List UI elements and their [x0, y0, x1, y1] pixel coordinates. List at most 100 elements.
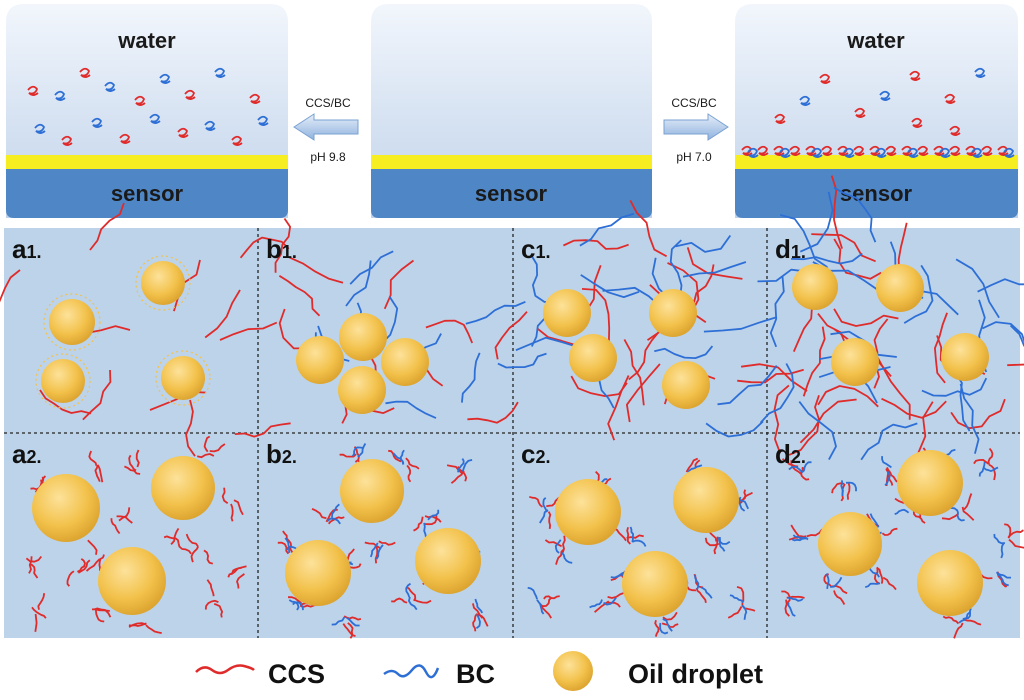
ccs-strand: [740, 363, 808, 392]
oil-droplet: [897, 450, 963, 516]
ccs-strand: [124, 465, 141, 475]
bc-strand: [375, 544, 384, 560]
panel-label-c2: c2.: [521, 439, 550, 469]
complex-molecule: [774, 113, 786, 124]
bc-strand: [840, 480, 844, 497]
right-sensor-box: water sensor: [735, 4, 1018, 218]
ccs-strand: [494, 311, 528, 360]
bc-strand: [705, 420, 764, 438]
panel-d2: [781, 447, 1024, 639]
ccs-strand: [846, 481, 851, 500]
ccs-strand: [555, 548, 565, 565]
ccs-strand: [110, 518, 121, 535]
bc-strand: [542, 497, 549, 513]
bc-strand: [580, 274, 640, 298]
sensor-label: sensor: [840, 181, 913, 206]
ccs-strand: [543, 595, 560, 600]
ccs-strand: [135, 449, 140, 468]
legend-bc-label: BC: [456, 659, 495, 689]
ccs-strand: [204, 289, 241, 339]
bc-strand: [830, 576, 843, 588]
center-sensor-box: sensor: [371, 4, 652, 218]
bc-strand: [833, 186, 877, 243]
ccs-bc-complex: [788, 524, 823, 542]
ccs-strand: [881, 397, 947, 419]
bc-strand: [326, 517, 341, 525]
ccs-bc-complex: [973, 447, 999, 481]
bc-strand: [560, 551, 573, 564]
adsorbed-ccs: [837, 145, 849, 156]
adsorbed-ccs-coil: [981, 145, 993, 156]
ccs-strand: [96, 607, 112, 618]
ccs-strand: [830, 175, 843, 249]
bc-strand: [903, 264, 934, 324]
gold-layer: [371, 155, 652, 169]
oil-droplet: [649, 289, 697, 337]
ccs-molecule: [184, 89, 196, 100]
oil-droplet: [941, 333, 989, 381]
ccs-strand: [790, 460, 802, 475]
bc-strand: [884, 470, 891, 486]
adsorbed-molecules: [741, 67, 1015, 158]
ccs-bc-complex: [331, 615, 362, 639]
ccs-strand: [953, 622, 964, 639]
ccs-strand: [539, 603, 552, 619]
oil-droplet: [555, 479, 621, 545]
left-arrow-top-label: CCS/BC: [305, 96, 351, 110]
ccs-bc-complex: [942, 608, 982, 639]
ccs-strand: [446, 464, 463, 475]
ccs-strand: [833, 308, 899, 327]
bc-strand: [675, 234, 732, 253]
bc-strand: [982, 321, 1024, 343]
ccs-strand: [364, 541, 382, 550]
bc-strand: [554, 539, 562, 554]
ccs-molecule-coil: [27, 85, 39, 96]
ccs-molecule: [61, 135, 73, 146]
ccs-strand: [424, 515, 442, 523]
panel-label-d2: d2.: [775, 439, 806, 469]
ccs-strand: [288, 256, 344, 284]
ccs-strand: [874, 568, 881, 585]
ccs-strand: [219, 321, 278, 341]
oil-droplet: [662, 361, 710, 409]
left-sensor-box: water sensor: [6, 4, 288, 218]
bc-strand: [475, 614, 481, 630]
adsorbed-ccs-coil: [837, 145, 849, 156]
ccs-coil: [25, 555, 43, 579]
ccs-molecule: [249, 93, 261, 104]
ccs-strand: [94, 608, 105, 623]
bc-strand: [345, 260, 372, 307]
bc-strand: [527, 586, 538, 600]
ccs-bc-complex: [823, 573, 848, 605]
adsorbed-ccs: [949, 145, 961, 156]
ccs-strand: [1007, 363, 1024, 367]
ccs-strand: [886, 467, 898, 483]
bc-molecule: [104, 81, 116, 92]
ccs-strand: [1008, 538, 1024, 549]
adsorbed-ccs: [917, 145, 929, 156]
ccs-strand: [185, 399, 196, 457]
bc-strand: [737, 497, 750, 510]
ccs-molecule: [134, 95, 146, 106]
adsorbed-bc: [811, 147, 823, 158]
ccs-molecule-coil: [119, 133, 131, 144]
ccs-strand: [1004, 523, 1012, 539]
bc-strand: [717, 365, 778, 406]
complex-molecule-coil: [909, 70, 921, 81]
ccs-strand: [875, 354, 911, 420]
adsorbed-bc: [843, 147, 855, 158]
ccs-coil: [221, 487, 244, 522]
adsorbed-ccs: [853, 145, 865, 156]
panel-label-b2: b2.: [266, 439, 297, 469]
droplet-halo: [35, 353, 91, 409]
bc-strand: [288, 599, 300, 611]
adsorbed-ccs: [821, 145, 833, 156]
ccs-strand: [544, 539, 563, 548]
ccs-strand: [941, 512, 959, 521]
ccs-strand: [230, 503, 234, 522]
oil-droplet-icon: [553, 651, 593, 691]
ccs-strand: [25, 555, 43, 563]
ccs-strand: [713, 536, 719, 555]
ccs-strand: [278, 308, 309, 350]
